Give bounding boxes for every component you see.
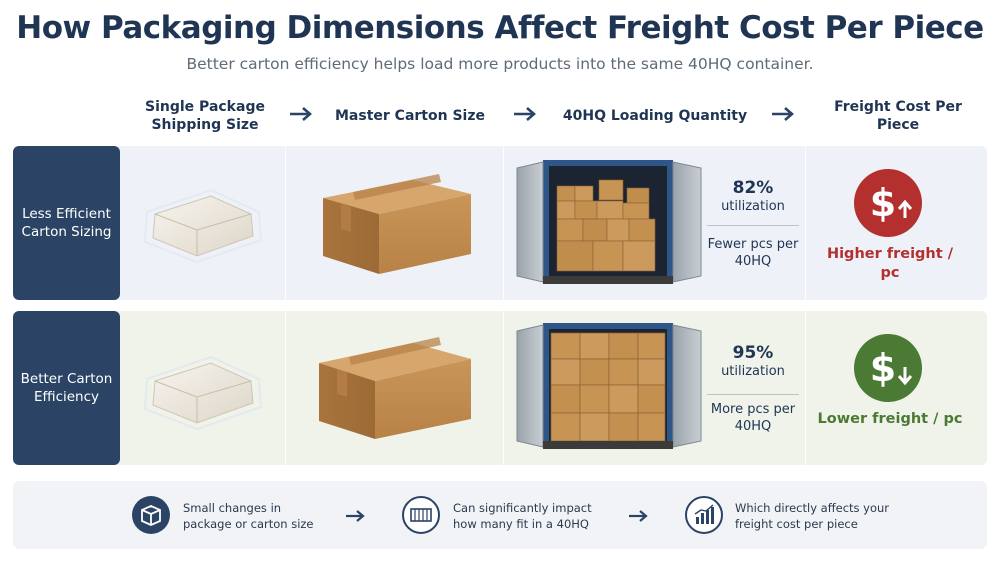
svg-text:$: $: [870, 181, 896, 225]
footer-text: Small changes in package or carton size: [183, 501, 314, 531]
cost-label: Lower freight / pc: [817, 411, 963, 427]
container-full-image: [516, 323, 702, 449]
header-freight-cost-label: Freight Cost Per Piece: [834, 99, 962, 133]
arrow-right-icon: [772, 107, 794, 121]
footer-text: Can significantly impact how many fit in…: [453, 501, 592, 531]
pieces-stat: More pcs per 40HQ: [697, 401, 809, 435]
footer-item-container: [402, 496, 440, 534]
arrow-right-icon: [514, 107, 536, 121]
package-bag-image: [143, 188, 263, 264]
master-carton-image: [319, 337, 471, 439]
row-label: Less Efficient Carton Sizing: [13, 146, 120, 300]
utilization-percent: 95%: [732, 343, 774, 363]
container-icon: [410, 508, 432, 522]
page-subtitle: Better carton efficiency helps load more…: [186, 55, 814, 73]
stat-divider: [707, 394, 799, 395]
package-bag-image: [143, 355, 263, 431]
page-title: How Packaging Dimensions Affect Freight …: [16, 10, 984, 46]
cell-divider: [805, 311, 806, 465]
cell-divider: [805, 146, 806, 300]
footer-item-chart: [685, 496, 723, 534]
footer-summary: [13, 481, 987, 549]
bar-chart-icon: [694, 504, 714, 524]
dollar-up-icon: $: [854, 169, 922, 237]
arrow-right-icon: [629, 510, 648, 522]
header-freight-cost: Freight Cost Per Piece: [812, 96, 984, 136]
utilization-percent: 82%: [732, 178, 774, 198]
master-carton-image: [323, 174, 471, 274]
cost-label: Higher freight / pc: [826, 246, 954, 281]
row-better-efficiency: Better Carton Efficiency 9: [13, 311, 987, 465]
cell-divider: [503, 146, 504, 300]
footer-text: Which directly affects your freight cost…: [735, 501, 890, 531]
stat-divider: [707, 225, 799, 226]
row-less-efficient: Less Efficient Carton Sizing: [13, 146, 987, 300]
header-single-package: Single Package Shipping Size: [140, 96, 270, 136]
cell-divider: [285, 311, 286, 465]
header-single-package-label: Single Package Shipping Size: [145, 99, 265, 133]
box-icon: [141, 505, 161, 526]
cell-divider: [503, 311, 504, 465]
header-master-carton-label: Master Carton Size: [335, 108, 485, 124]
header-loading-qty-label: 40HQ Loading Quantity: [562, 108, 748, 124]
arrow-right-icon: [290, 107, 312, 121]
pieces-label: More pcs per 40HQ: [710, 402, 796, 434]
pieces-stat: Fewer pcs per 40HQ: [697, 236, 809, 270]
utilization-label: utilization: [721, 364, 785, 379]
utilization-label: utilization: [721, 199, 785, 214]
arrow-right-icon: [346, 510, 365, 522]
container-loaded-image: [516, 160, 702, 284]
header-loading-qty: 40HQ Loading Quantity: [560, 96, 750, 136]
utilization-stat: 82% utilization: [697, 178, 809, 215]
cell-divider: [285, 146, 286, 300]
pieces-label: Fewer pcs per 40HQ: [707, 237, 799, 269]
row-label: Better Carton Efficiency: [13, 311, 120, 465]
utilization-stat: 95% utilization: [697, 343, 809, 380]
header-master-carton: Master Carton Size: [330, 96, 490, 136]
footer-item-box: [132, 496, 170, 534]
svg-text:$: $: [870, 346, 896, 390]
dollar-down-icon: $: [854, 334, 922, 402]
